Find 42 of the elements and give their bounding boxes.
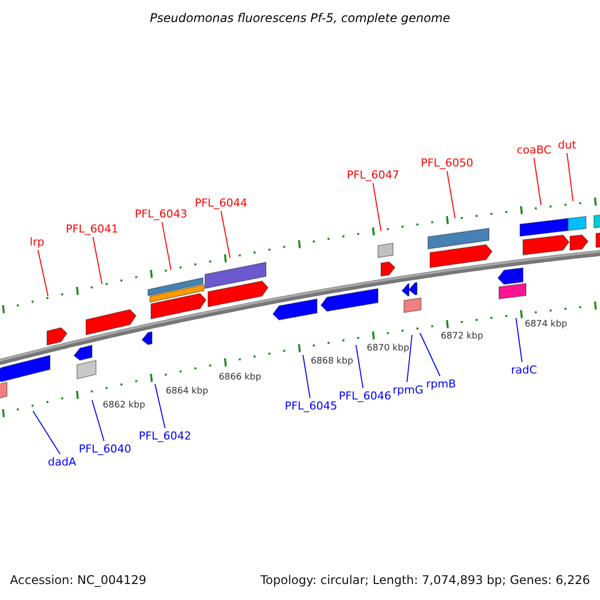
gene-label: PFL_6041 xyxy=(66,224,118,234)
leader-line xyxy=(356,344,364,388)
gene-label: lrp xyxy=(30,236,44,248)
leader-line xyxy=(162,222,172,270)
gene-label: dadA xyxy=(48,456,76,468)
leader-line xyxy=(566,152,574,202)
leader-line xyxy=(38,250,48,296)
scale-label: 6870 kbp xyxy=(366,344,410,354)
gene-label: rpmB xyxy=(426,378,456,390)
gene-label: dut xyxy=(558,140,576,150)
leader-line xyxy=(302,354,310,398)
gene-label: PFL_6044 xyxy=(194,198,248,208)
footer-text: Topology: circular; Length: 7,074,893 bp; Genes: 6,226 xyxy=(260,574,590,586)
leader-line xyxy=(220,210,230,258)
gene-label: coaBC xyxy=(516,144,552,156)
leader-line xyxy=(446,170,456,218)
gene-label: radC xyxy=(511,364,537,376)
leader-line xyxy=(372,182,382,232)
scale-label: 6866 kbp xyxy=(218,374,262,382)
scale-label: 6868 kbp xyxy=(310,358,354,366)
scale-label: 6862 kbp xyxy=(102,402,146,410)
gene-label: PFL_6046 xyxy=(338,390,392,402)
leader-line xyxy=(420,332,440,376)
footer-text: Accession: NC_004129 xyxy=(10,574,146,586)
leader-line xyxy=(92,400,104,442)
gene-label: PFL_6040 xyxy=(78,444,132,454)
gene-label: PFL_6045 xyxy=(284,400,338,412)
gene-label: rpmG xyxy=(392,384,424,396)
leader-line xyxy=(32,410,60,454)
gene-label: PFL_6050 xyxy=(420,158,474,168)
title: Pseudomonas fluorescens Pf-5, complete genome xyxy=(150,12,450,24)
scale-label: 6872 kbp xyxy=(440,332,484,342)
leader-line xyxy=(154,384,166,428)
leader-line xyxy=(92,236,102,284)
leader-line xyxy=(516,318,522,362)
leader-line xyxy=(534,158,542,206)
gene-label: PFL_6047 xyxy=(346,170,400,180)
scale-label: 6864 kbp xyxy=(166,388,208,396)
leader-line xyxy=(406,334,412,382)
gene-label: PFL_6043 xyxy=(134,208,188,220)
scale-label: 6874 kbp xyxy=(524,320,568,330)
gene-label: PFL_6042 xyxy=(138,430,192,442)
